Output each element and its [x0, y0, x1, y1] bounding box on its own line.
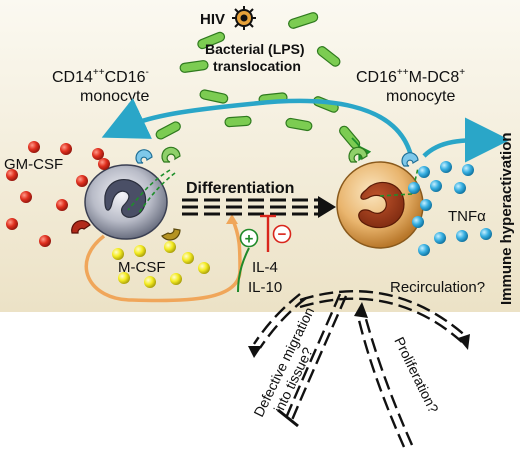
right-cd14-receptor-icon: [348, 146, 368, 163]
signal-path: [137, 172, 176, 215]
differentiation-label: Differentiation: [186, 180, 294, 197]
left-monocyte-cell: [84, 164, 168, 240]
mcsf-sphere: [164, 241, 176, 253]
tnf-sphere: [430, 180, 442, 192]
mcsf-sphere: [112, 248, 124, 260]
right-monocyte-marker: CD16++M-DC8+: [356, 67, 465, 86]
gmcsf-sphere: [60, 143, 72, 155]
right-signal-path: [411, 167, 419, 195]
gmcsf-label: GM-CSF: [4, 156, 63, 173]
il10-label: IL-10: [248, 279, 282, 296]
proliferation-arrow: [362, 311, 414, 446]
cd14-receptor-icon: [161, 146, 181, 163]
tnf-sphere: [440, 161, 452, 173]
gmcsf-sphere: [56, 199, 68, 211]
differentiation-arrow: [182, 198, 320, 216]
right-monocyte-label: monocyte: [386, 88, 455, 105]
gmcsf-sphere: [98, 158, 110, 170]
bacterium: [155, 121, 181, 140]
inhibit-sign: −: [278, 226, 287, 243]
signal-path: [127, 169, 171, 211]
gmcsf-spheres: [6, 141, 110, 247]
recirculation-arrow: [299, 290, 469, 339]
proliferation-arrow-2: [356, 315, 406, 448]
tnf-sphere: [480, 228, 492, 240]
mcsf-receptor-icon: [161, 228, 181, 241]
mcsf-sphere: [118, 272, 130, 284]
left-monocyte-label: monocyte: [80, 88, 149, 105]
right-monocyte-cell: [336, 161, 424, 249]
bacteria-label-line1: Bacterial (LPS): [205, 41, 305, 57]
tlr4-receptor-icon: [135, 149, 153, 164]
tnf-sphere: [454, 182, 466, 194]
recruitment-arc-arrow: [101, 98, 415, 161]
mcsf-spheres: [112, 241, 210, 288]
hiv-virus-icon: [232, 6, 256, 30]
right-tlr4-receptor-icon: [401, 152, 419, 167]
tnf-sphere: [420, 199, 432, 211]
migration-arrow-left-2: [259, 297, 307, 349]
gmcsf-sphere: [6, 169, 18, 181]
recirculation-arrow-2: [299, 297, 463, 343]
tissue-migration-block: [277, 408, 299, 428]
hyperactivation-arrow: [422, 117, 510, 163]
tnf-sphere: [462, 164, 474, 176]
mcsf-sphere: [170, 273, 182, 285]
left-nucleus: [104, 178, 147, 218]
gmcsf-sphere: [76, 175, 88, 187]
bacteria-label-line2: translocation: [213, 58, 301, 74]
il4-label: IL-4: [252, 259, 278, 276]
bacterium: [224, 115, 252, 128]
bacterium: [288, 12, 319, 29]
tnf-sphere: [434, 232, 446, 244]
bacterium: [199, 89, 229, 104]
gmcsf-sphere: [28, 141, 40, 153]
bacterium: [285, 117, 313, 132]
gmcsf-sphere: [6, 218, 18, 230]
recirculation-label: Recirculation?: [390, 279, 485, 296]
mcsf-sphere: [182, 252, 194, 264]
bacterium: [179, 60, 209, 73]
mcsf-sphere: [134, 245, 146, 257]
tnf-sphere: [412, 216, 424, 228]
immune-hyperactivation-label: Immune hyperactivation: [498, 132, 515, 305]
mcsf-label: M-CSF: [118, 259, 166, 276]
proliferation-arrowhead: [354, 302, 368, 318]
tnf-spheres: [408, 161, 492, 256]
tnf-sphere: [456, 230, 468, 242]
right-signal-path: [379, 193, 413, 197]
right-nucleus: [358, 181, 405, 229]
bacterium: [197, 31, 226, 50]
promote-icon: [239, 228, 259, 248]
gmcsf-sphere: [39, 235, 51, 247]
promote-line: [237, 247, 250, 293]
hiv-label: HIV: [200, 11, 225, 28]
autocrine-loop-arrow: [84, 217, 242, 303]
left-monocyte-marker: CD14++CD16-: [52, 67, 149, 86]
gmcsf-sphere: [92, 148, 104, 160]
tissue-migration-line-2: [290, 295, 348, 421]
bacterium: [316, 46, 341, 67]
recirculation-arrowhead: [458, 334, 470, 350]
differentiation-arrowhead: [318, 196, 336, 218]
migration-arrow-left: [253, 293, 301, 345]
tnf-label: TNFα: [448, 208, 486, 225]
tnf-sphere: [408, 182, 420, 194]
tnf-sphere: [418, 244, 430, 256]
proliferation-label: Proliferation?: [391, 334, 442, 415]
migration-arrowhead-left: [248, 346, 262, 358]
mcsf-sphere: [144, 276, 156, 288]
gmcsf-sphere: [20, 191, 32, 203]
tissue-migration-line: [284, 293, 342, 419]
tnf-sphere: [418, 166, 430, 178]
promote-sign: +: [245, 231, 254, 248]
inhibit-icon: [272, 224, 292, 244]
gmcsf-receptor-icon: [71, 219, 91, 234]
autocrine-loop-head: [226, 214, 238, 224]
mcsf-sphere: [198, 262, 210, 274]
